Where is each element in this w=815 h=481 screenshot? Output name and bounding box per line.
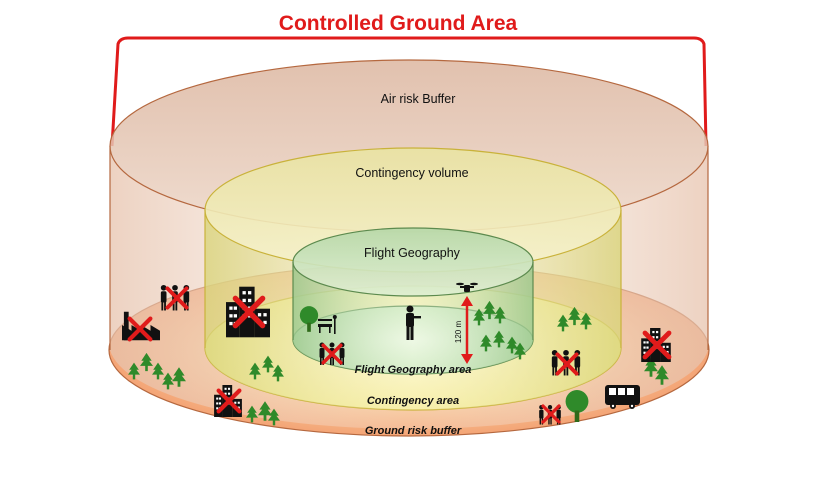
buildings-icon xyxy=(214,385,242,417)
flight-geography-area-label: Flight Geography area xyxy=(355,364,472,376)
ground-risk-buffer-label: Ground risk buffer xyxy=(365,425,462,437)
height-label: 120 m xyxy=(454,321,463,344)
flight-geography-label: Flight Geography xyxy=(364,246,461,260)
height-arrow xyxy=(461,296,473,364)
diagram-title: Controlled Ground Area xyxy=(279,12,518,35)
air-risk-buffer-label: Air risk Buffer xyxy=(381,92,456,106)
person-icon xyxy=(406,305,421,340)
flight-geography-cylinder xyxy=(292,227,534,375)
contingency-volume-label: Contingency volume xyxy=(355,166,468,180)
bus-icon xyxy=(605,385,640,409)
bench-icon xyxy=(318,315,337,334)
buildings-icon xyxy=(641,328,671,362)
drone-icon xyxy=(456,282,478,292)
controlled-area-bracket xyxy=(110,36,708,147)
contingency-area-label: Contingency area xyxy=(367,395,459,407)
